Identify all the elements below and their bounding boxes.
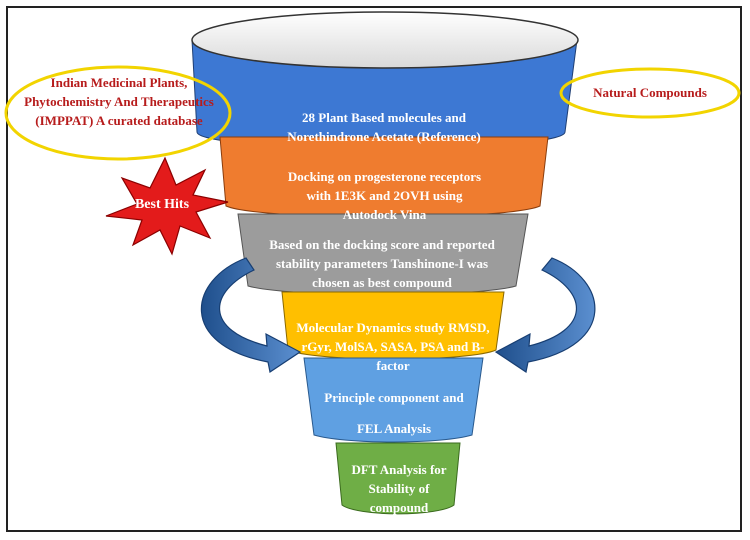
stage-2-label: Docking on progesterone receptors with 1… [287,169,482,222]
stage-4-label: Molecular Dynamics study RMSD, rGyr, Mol… [296,320,490,373]
funnel-band-6 [335,442,461,515]
stage-5-label-line2: FEL Analysis [356,421,432,436]
left-source-label: Indian Medicinal Plants, Phytochemistry … [24,75,214,128]
right-curved-arrow [494,257,596,373]
right-source-label: Natural Compounds [593,85,707,100]
best-hits-label: Best Hits [134,197,190,212]
stage-6-label: DFT Analysis for Stability of compound [351,462,447,515]
left-curved-arrow [200,257,302,373]
funnel-top-opening [191,11,579,69]
best-hits-burst [105,156,229,256]
stage-3-label: Based on the docking score and reported … [269,237,495,290]
right-source-ellipse [559,67,741,119]
funnel-band-5 [303,357,484,443]
stage-1-label: 28 Plant Based molecules and Norethindro… [287,110,481,144]
left-source-ellipse [4,65,232,161]
stage-5-label-line1: Principle component and [324,390,464,405]
